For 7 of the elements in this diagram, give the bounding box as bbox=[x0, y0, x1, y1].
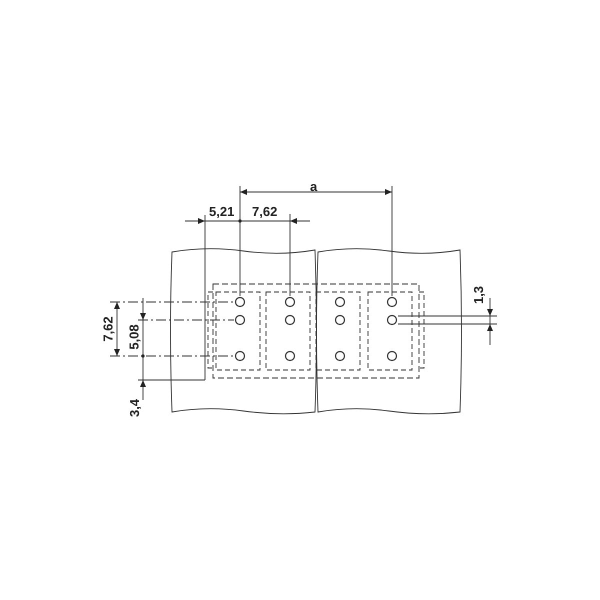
dimension-label: a bbox=[310, 180, 318, 194]
dimension-label: 7,62 bbox=[102, 316, 116, 342]
dimension-label: 5,21 bbox=[209, 205, 234, 219]
dimension-label: 7,62 bbox=[252, 205, 278, 219]
dimension-label: 1,3 bbox=[472, 286, 486, 304]
dimension-label: 5,08 bbox=[128, 324, 142, 350]
dimension-label: 3,4 bbox=[128, 398, 142, 418]
